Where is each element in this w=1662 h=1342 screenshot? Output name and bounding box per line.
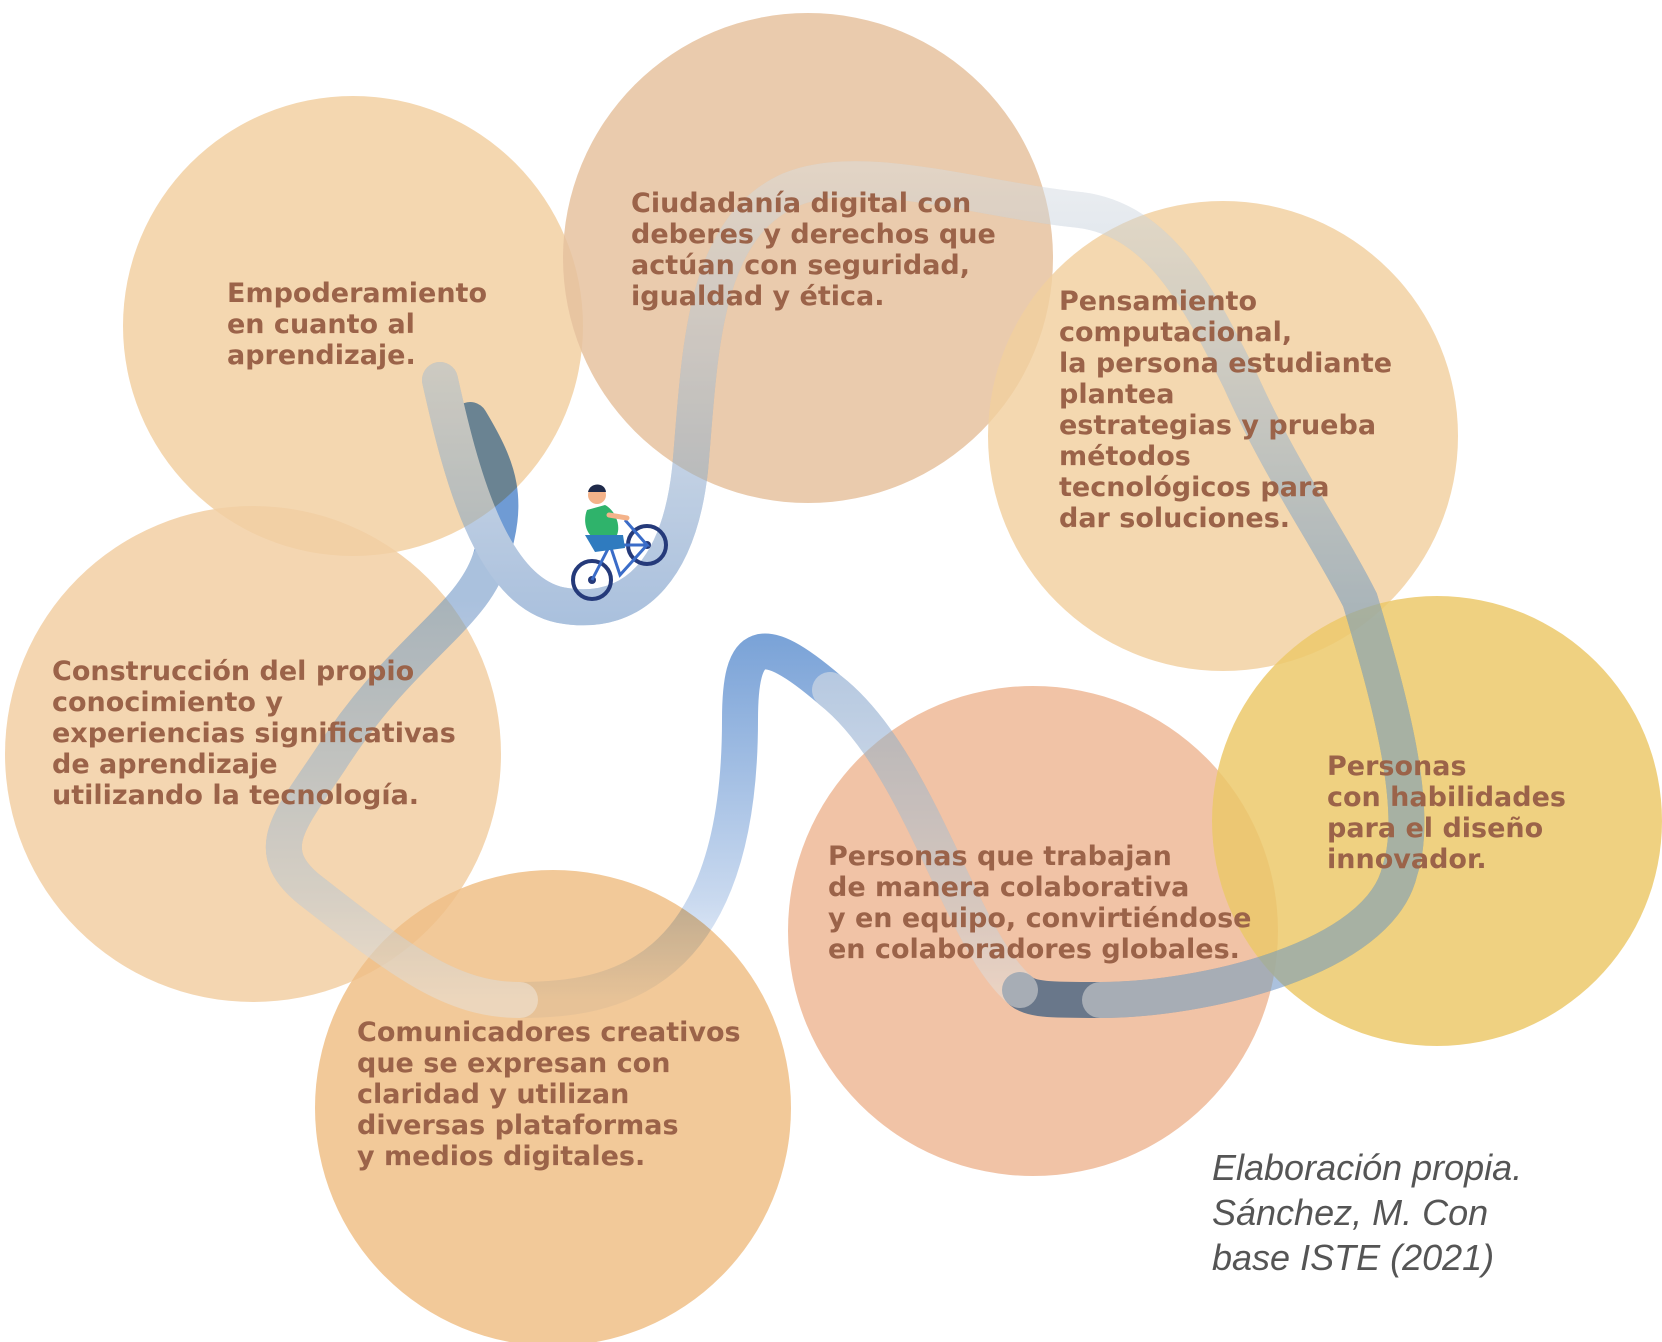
- credit-text: Elaboración propia. Sánchez, M. Con base…: [1212, 1147, 1523, 1278]
- circle-empowerment: [123, 96, 583, 556]
- label-design: Personas con habilidades para el diseño …: [1327, 751, 1566, 875]
- label-citizenship: Ciudadanía digital con deberes y derecho…: [631, 188, 996, 312]
- circle-citizenship: [563, 13, 1053, 503]
- label-collaborators: Personas que trabajan de manera colabora…: [828, 841, 1252, 965]
- label-empowerment: Empoderamiento en cuanto al aprendizaje.: [227, 278, 488, 371]
- circle-construction: [5, 506, 501, 1002]
- label-construction: Construcción del propio conocimiento y e…: [52, 656, 456, 811]
- circle-design: [1212, 596, 1662, 1046]
- circle-computational: [988, 201, 1458, 671]
- cyclist-icon: [571, 484, 668, 601]
- circles: [5, 13, 1662, 1342]
- label-communicators: Comunicadores creativos que se expresan …: [357, 1017, 741, 1172]
- path-overlay: [265, 161, 1425, 1018]
- label-computational: Pensamiento computacional, la persona es…: [1059, 286, 1393, 534]
- circle-communicators: [315, 870, 791, 1342]
- circle-collaborators: [788, 686, 1278, 1176]
